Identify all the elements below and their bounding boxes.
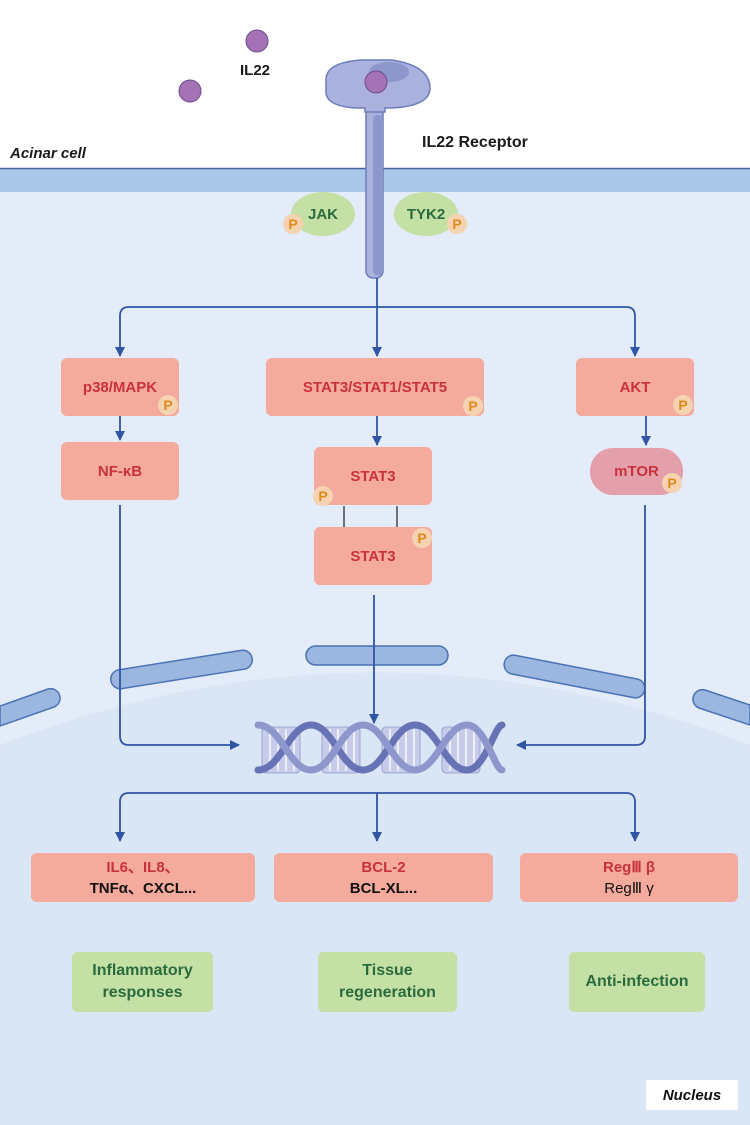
outcome-inflammatory: Inflammatory responses bbox=[72, 952, 213, 1012]
gene-box-antimicrobial: RegⅢ β RegⅢ γ bbox=[520, 853, 738, 902]
receptor-label: IL22 Receptor bbox=[422, 134, 528, 151]
il22-receptor bbox=[325, 59, 431, 279]
arrow-receptor-to-mapk bbox=[115, 306, 377, 357]
phospho-icon: P bbox=[662, 473, 682, 493]
arrow-nfkb-to-dna bbox=[119, 505, 240, 750]
il22-ligand bbox=[245, 29, 269, 53]
outcome-anti-infection: Anti-infection bbox=[569, 952, 705, 1012]
arrow-mtor-to-dna bbox=[516, 505, 646, 750]
stat-complex-box: STAT3/STAT1/STAT5 bbox=[266, 358, 484, 416]
nfkb-box: NF-κB bbox=[61, 442, 179, 500]
gene-box-inflammatory: IL6、IL8、 TNFα、CXCL... bbox=[31, 853, 255, 902]
phospho-icon: P bbox=[283, 214, 303, 234]
acinar-cell-label: Acinar cell bbox=[10, 145, 86, 162]
outcome-regeneration: Tissue regeneration bbox=[318, 952, 457, 1012]
arrow-dna-to-genes-right bbox=[377, 792, 640, 842]
arrow-dna-to-genes-left bbox=[115, 792, 377, 842]
gene-box-regeneration: BCL-2 BCL-XL... bbox=[274, 853, 493, 902]
il22-ligand bbox=[178, 79, 202, 103]
nucleus-label: Nucleus bbox=[646, 1080, 738, 1110]
il22-label: IL22 bbox=[240, 62, 271, 79]
phospho-icon: P bbox=[313, 486, 333, 506]
phospho-icon: P bbox=[673, 395, 693, 415]
dna-helix bbox=[254, 721, 506, 774]
stat3-box-upper: STAT3 bbox=[314, 447, 432, 505]
phospho-icon: P bbox=[412, 528, 432, 548]
phospho-icon: P bbox=[447, 214, 467, 234]
phospho-icon: P bbox=[158, 395, 178, 415]
phospho-icon: P bbox=[463, 396, 483, 416]
il22-ligand-bound bbox=[364, 70, 388, 94]
arrow-receptor-to-akt bbox=[377, 306, 640, 357]
